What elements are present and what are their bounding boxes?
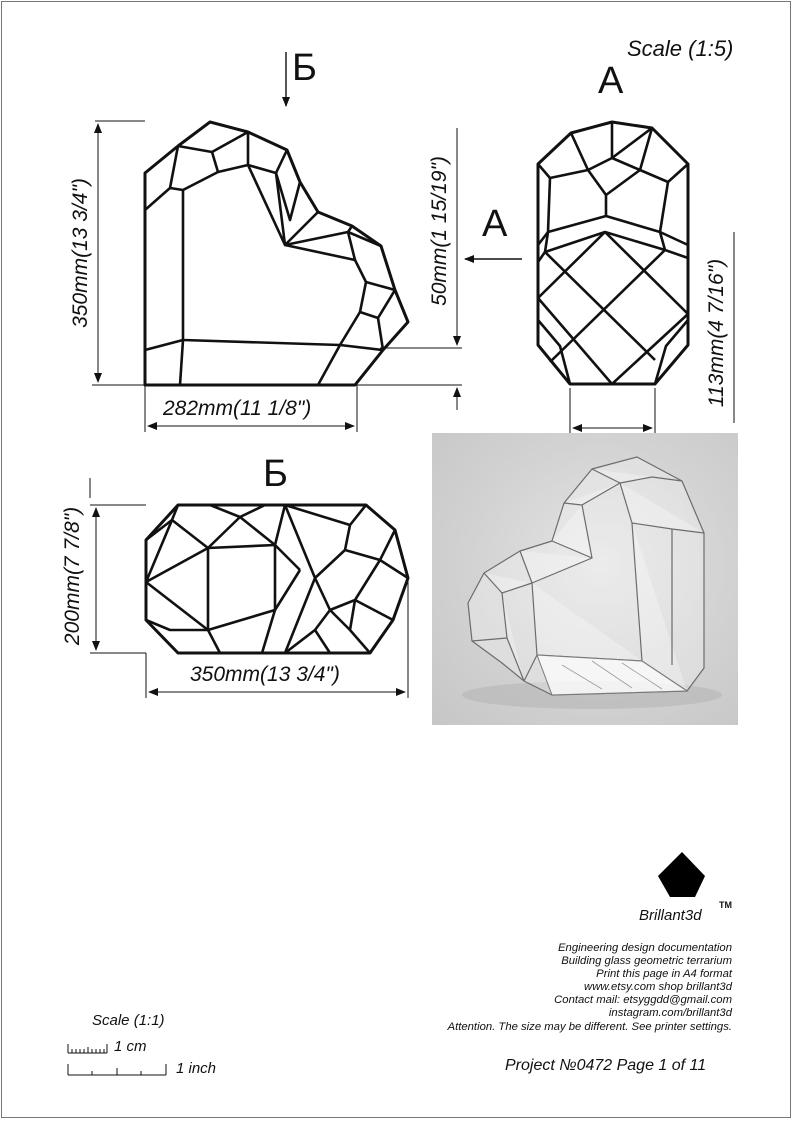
top-view <box>144 503 410 655</box>
scale-bar-inch <box>67 1064 167 1076</box>
front-view-label: Б <box>292 47 317 89</box>
side-dimensions <box>569 232 735 433</box>
side-view-label: А <box>598 60 624 102</box>
scale-bar-title: Scale (1:1) <box>92 1012 165 1029</box>
info-line: Building glass geometric terrarium <box>561 955 732 968</box>
terrarium-render-photo <box>432 433 738 725</box>
top-view-facets <box>144 503 409 655</box>
front-width-dimension: 282mm(11 1/8") <box>163 397 312 420</box>
project-page-label: Project №0472 Page 1 of 11 <box>505 1057 707 1074</box>
info-line: www.etsy.com shop brillant3d <box>584 981 732 994</box>
front-view <box>143 120 410 387</box>
scale-bar-cm-label: 1 cm <box>114 1038 147 1055</box>
side-view-outline <box>536 120 690 386</box>
info-line: Print this page in A4 format <box>596 968 732 981</box>
side-view-facets <box>536 122 689 385</box>
front-height-dimension: 350mm(13 3/4") <box>69 178 92 328</box>
brand-name: Brillant3d <box>639 907 702 924</box>
side-width-dimension: 113mm(4 7/16") <box>705 258 728 408</box>
top-height-dimension: 200mm(7 7/8") <box>61 506 84 646</box>
info-line: Attention. The size may be different. Se… <box>447 1020 732 1033</box>
info-block: Engineering design documentation Buildin… <box>448 942 732 1034</box>
brand-logo <box>658 852 705 897</box>
scale-bar-inch-label: 1 inch <box>176 1060 217 1077</box>
top-view-label: Б <box>263 453 288 495</box>
trademark-mark: TM <box>719 900 732 910</box>
top-width-dimension: 350mm(13 3/4") <box>190 663 340 686</box>
info-line: Engineering design documentation <box>558 942 732 954</box>
side-arrow-label: А <box>482 203 508 245</box>
info-line: Contact mail: etsyggdd@gmail.com <box>554 994 732 1007</box>
heart-terrarium-render <box>462 456 722 709</box>
front-view-facets <box>144 130 397 386</box>
top-dimensions <box>89 478 409 698</box>
info-line: instagram.com/brillant3d <box>608 1007 732 1020</box>
scale-bar-cm <box>67 1044 108 1054</box>
front-dimensions <box>92 120 462 432</box>
side-view <box>536 120 690 386</box>
page-scale-label: Scale (1:5) <box>627 36 734 61</box>
front-view-outline <box>143 120 410 387</box>
front-small-dimension: 50mm(1 15/19") <box>428 156 451 306</box>
